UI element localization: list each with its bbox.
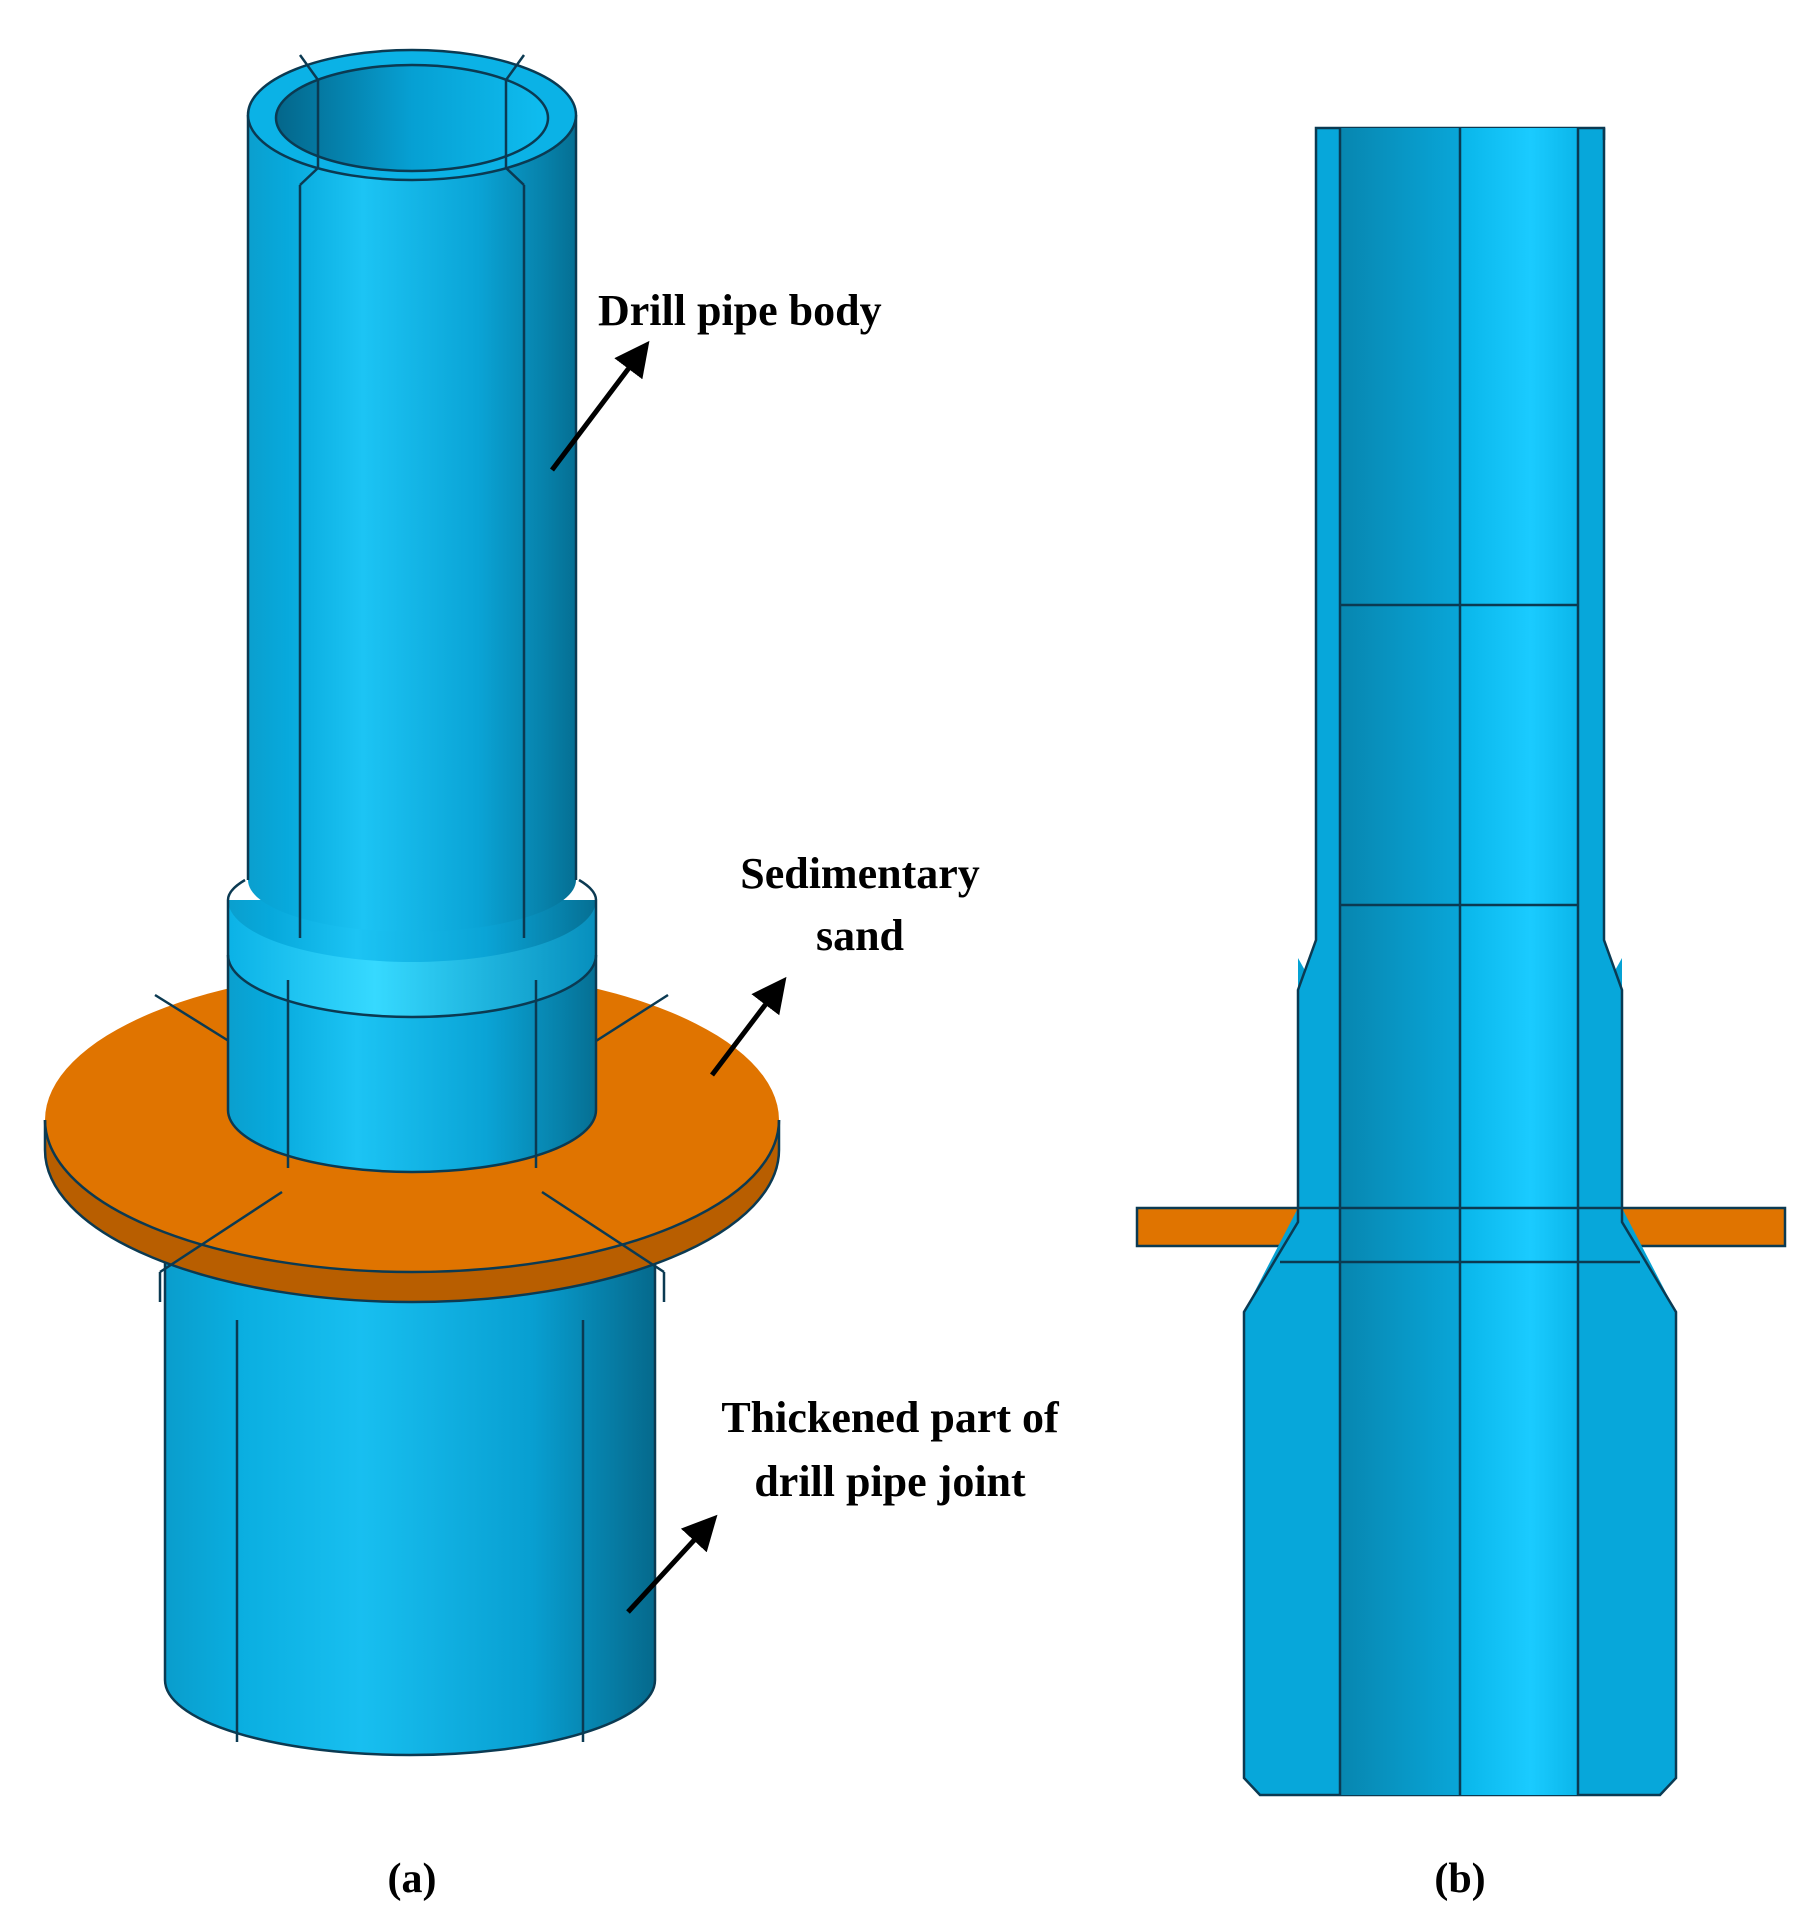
label-thickened-line1: Thickened part of — [721, 1393, 1060, 1442]
arrow-drill-pipe-body — [550, 340, 650, 472]
label-thickened-part: Thickened part of drill pipe joint — [626, 1393, 1060, 1614]
transition-section — [226, 878, 598, 1174]
arrow-sedimentary-sand — [710, 976, 787, 1077]
section-bore-left — [1340, 128, 1460, 1795]
arrow-thickened-part — [626, 1514, 718, 1614]
thickened-joint-body — [163, 1240, 657, 1757]
section-bore-right — [1460, 128, 1578, 1795]
isometric-view — [43, 48, 781, 1757]
label-drill-pipe-body: Drill pipe body — [550, 286, 882, 472]
caption-b: (b) — [1434, 1856, 1485, 1902]
label-sedimentary-sand: Sedimentary sand — [710, 849, 980, 1077]
caption-a: (a) — [388, 1856, 437, 1902]
label-drill-pipe-body-text: Drill pipe body — [598, 286, 882, 335]
label-sedimentary-sand-line2: sand — [816, 911, 904, 960]
label-thickened-line2: drill pipe joint — [754, 1457, 1026, 1506]
drill-pipe-body-tube — [246, 48, 578, 938]
label-sedimentary-sand-line1: Sedimentary — [740, 849, 980, 898]
section-view — [1135, 126, 1787, 1797]
